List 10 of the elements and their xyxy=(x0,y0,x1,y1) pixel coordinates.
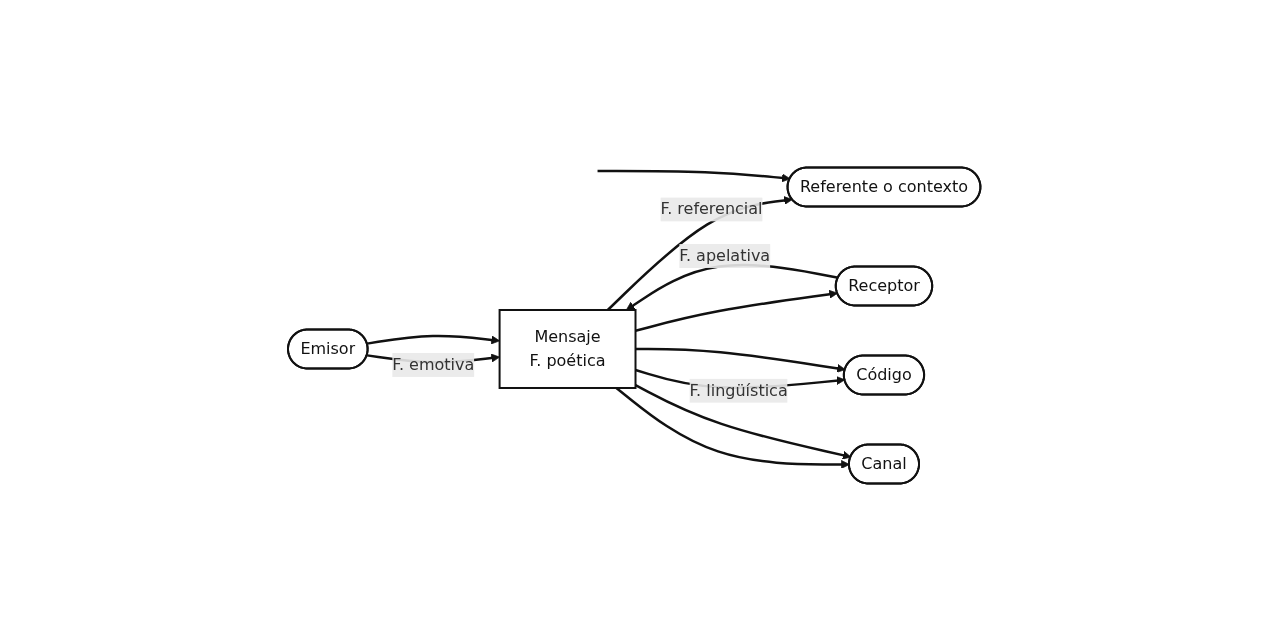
edge-label: F. apelativa xyxy=(679,246,771,266)
arrow xyxy=(635,384,852,460)
arrow xyxy=(607,196,793,312)
edge-label: F. emotiva xyxy=(392,355,475,375)
arrow xyxy=(597,170,791,183)
edge-label: F. referencial xyxy=(660,199,763,219)
edge-label: F. lingüística xyxy=(689,380,789,400)
arrow xyxy=(635,348,846,373)
arrow xyxy=(635,290,839,333)
node-box: Mensaje F. poética xyxy=(498,309,637,390)
